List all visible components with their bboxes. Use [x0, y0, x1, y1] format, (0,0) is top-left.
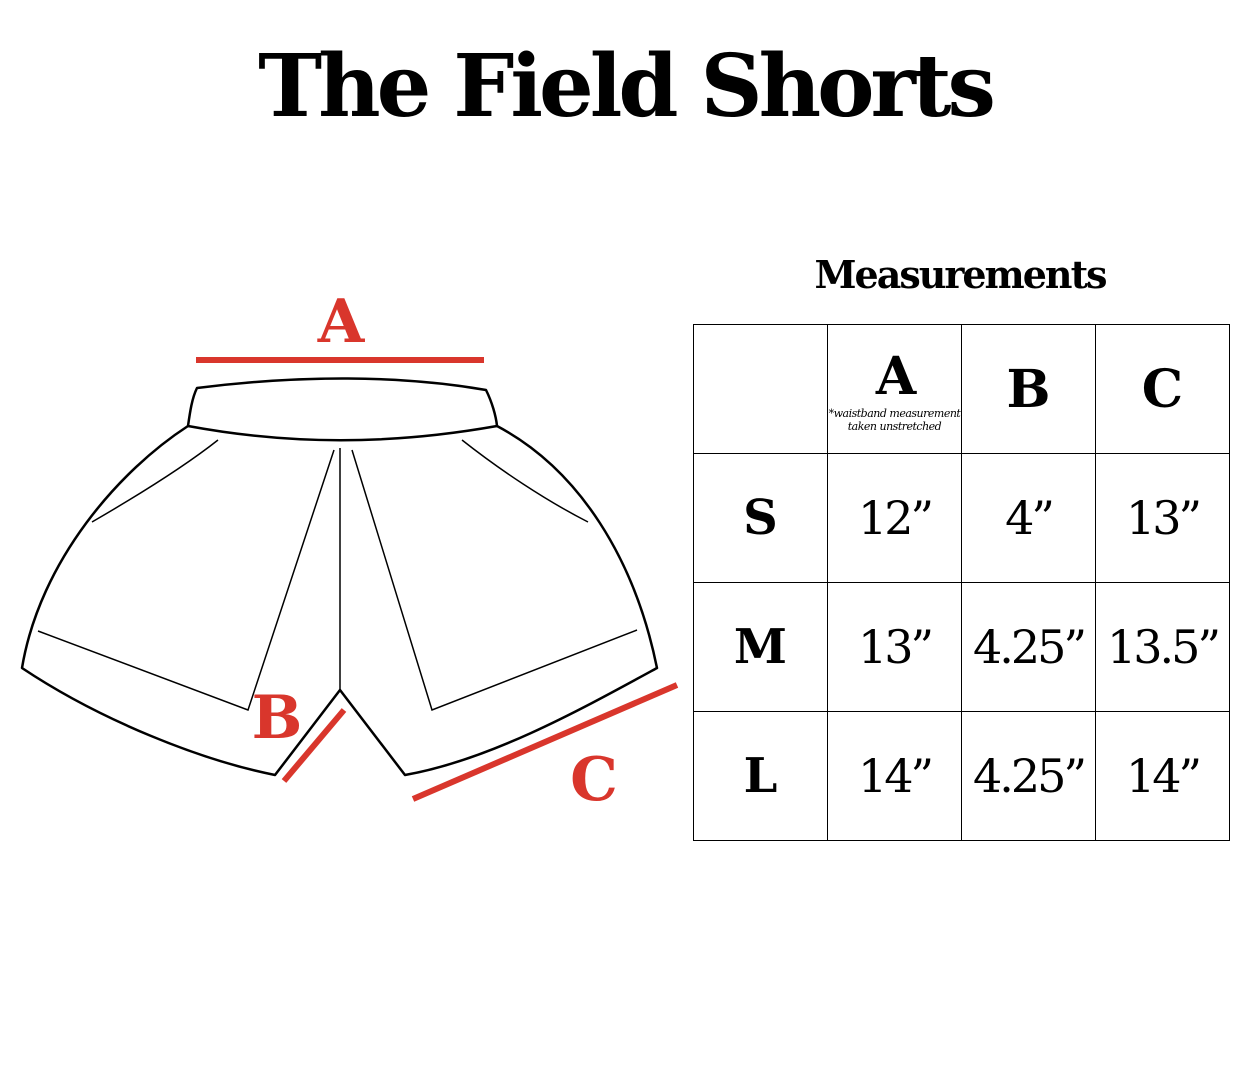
label-a: A [317, 287, 366, 357]
header-cell-a: A *waistband measurement taken unstretch… [827, 324, 962, 454]
table-row: S 12” 4” 13” [693, 453, 1230, 583]
table-row: M 13” 4.25” 13.5” [693, 582, 1230, 712]
measurements-title: Measurements [814, 252, 1107, 297]
right-pocket-line [461, 439, 589, 523]
size-label: S [693, 453, 828, 583]
size-label: L [693, 711, 828, 841]
right-inner-panel [351, 449, 638, 711]
measure-line-b [281, 708, 347, 783]
label-c: C [570, 745, 618, 815]
header-a-label: A [875, 345, 916, 407]
table-cell: 14” [1095, 711, 1230, 841]
table-cell: 13” [827, 582, 962, 712]
table-cell: 13.5” [1095, 582, 1230, 712]
table-cell: 12” [827, 453, 962, 583]
table-cell: 4” [961, 453, 1096, 583]
table-row: L 14” 4.25” 14” [693, 711, 1230, 841]
shorts-seams [37, 439, 638, 711]
table-cell: 4.25” [961, 582, 1096, 712]
table-corner-cell [693, 324, 828, 454]
measure-line-c [411, 682, 679, 802]
table-cell: 13” [1095, 453, 1230, 583]
page-title: The Field Shorts [258, 36, 996, 137]
table-cell: 4.25” [961, 711, 1096, 841]
measurements-table: A *waistband measurement taken unstretch… [693, 324, 1230, 841]
left-pocket-line [91, 439, 219, 523]
header-a-note: *waistband measurement taken unstretched [828, 406, 961, 433]
left-inner-panel [37, 449, 335, 711]
table-cell: 14” [827, 711, 962, 841]
table-header-row: A *waistband measurement taken unstretch… [693, 324, 1230, 454]
measure-lines [196, 357, 679, 802]
header-cell-b: B [961, 324, 1096, 454]
label-b: B [252, 683, 303, 753]
size-label: M [693, 582, 828, 712]
waistband [186, 377, 499, 442]
header-cell-c: C [1095, 324, 1230, 454]
